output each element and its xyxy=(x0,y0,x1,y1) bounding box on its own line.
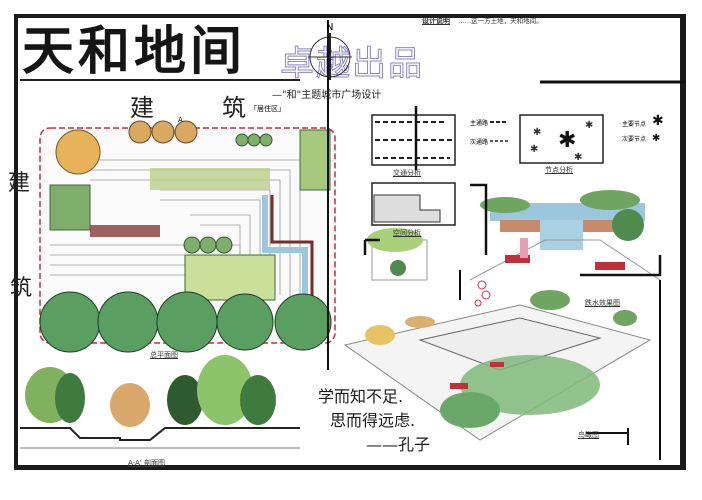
quote-line-1: 学而知不足. xyxy=(318,387,404,406)
aerial-view xyxy=(343,280,661,460)
description-heading: 设计说明 xyxy=(422,17,450,25)
subtitle: —"和"主题城市广场设计 xyxy=(272,90,382,101)
traffic-analysis-diagram xyxy=(371,106,456,170)
shrub xyxy=(215,236,233,254)
aerial-label: 鸟瞰图 xyxy=(578,431,599,439)
compass-north-label: N xyxy=(326,22,334,33)
confucius-quote: 学而知不足. 思而得远虑. ——孔子 xyxy=(318,385,430,457)
compass-icon xyxy=(308,33,352,80)
site-plan xyxy=(39,20,336,370)
section-label: A-A' 剖面图 xyxy=(128,459,165,467)
tree-canopy xyxy=(156,291,218,353)
svg-text:✱: ✱ xyxy=(530,144,538,155)
section-elevation xyxy=(20,355,300,449)
wood-deck xyxy=(90,225,160,237)
poster-title: 天和地间 xyxy=(22,21,247,82)
tree-canopy xyxy=(39,291,101,353)
traffic-analysis-label: 交通分析 xyxy=(393,169,421,177)
lawn xyxy=(150,168,270,190)
section-marker: A xyxy=(178,116,183,124)
shrub xyxy=(247,133,261,147)
wall xyxy=(270,195,314,300)
water-channel xyxy=(262,195,308,300)
tree-canopy xyxy=(216,293,274,351)
watermark: 卓越出品 xyxy=(280,44,424,85)
tree-canopy xyxy=(274,293,332,351)
tree-tan xyxy=(151,120,175,144)
shrub xyxy=(199,236,217,254)
building-label-left-1: 建 xyxy=(8,171,31,196)
space-analysis-diagram xyxy=(371,182,456,226)
svg-text:✱: ✱ xyxy=(652,113,664,129)
svg-text:✱: ✱ xyxy=(533,127,541,138)
building-label-left-2: 筑 xyxy=(10,276,33,301)
node-analysis-diagram: ✱ ✱ ✱ ✱ ✱ xyxy=(519,114,604,164)
tree-tan xyxy=(174,120,198,144)
residential-note: 「居住区」 xyxy=(250,105,285,113)
building-label-top-1: 建 xyxy=(130,94,154,122)
shrub xyxy=(183,236,201,254)
garden-bed xyxy=(184,254,276,301)
description-body: ……这一方土地，天和地间。 xyxy=(458,17,543,25)
quote-author: ——孔子 xyxy=(366,435,431,454)
red-circles xyxy=(474,280,491,307)
tree-tan xyxy=(128,120,152,144)
perspective-label: 跌水效果图 xyxy=(585,299,620,307)
poster-frame xyxy=(14,14,686,470)
legend-main-path: 主通路 xyxy=(470,120,489,127)
building-label-top-2: 筑 xyxy=(222,94,246,122)
small-perspective xyxy=(363,228,461,300)
tree-canopy xyxy=(97,291,159,353)
tree-tan xyxy=(55,129,101,175)
svg-text:✱: ✱ xyxy=(574,152,582,163)
waterfall-perspective xyxy=(469,183,662,281)
green-belt xyxy=(299,129,331,191)
svg-text:✱: ✱ xyxy=(585,120,593,131)
shrub xyxy=(235,133,249,147)
plan-label: 总平面图 xyxy=(150,351,178,359)
planter xyxy=(49,184,91,231)
legend-secondary-node: 次要节点 xyxy=(622,136,647,143)
legend-secondary-path: 次通路 xyxy=(470,139,489,146)
svg-text:✱: ✱ xyxy=(652,133,660,144)
svg-text:✱: ✱ xyxy=(558,128,576,153)
legend-main-node: 主要节点 xyxy=(622,121,647,128)
node-analysis-label: 节点分析 xyxy=(545,166,573,174)
quote-line-2: 思而得远虑. xyxy=(330,411,416,430)
design-description: 设计说明 ……这一方土地，天和地间。 xyxy=(422,16,684,82)
shrub xyxy=(259,133,273,147)
space-analysis-label: 空间分析 xyxy=(393,229,421,237)
